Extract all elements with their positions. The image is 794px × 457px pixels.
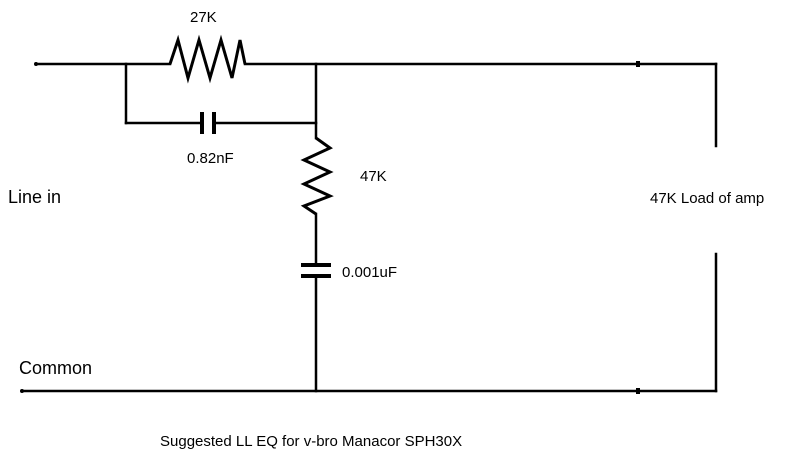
parallel-cap-branch bbox=[124, 62, 318, 134]
caption: Suggested LL EQ for v-bro Manacor SPH30X bbox=[160, 433, 462, 450]
top-node-marker bbox=[636, 61, 640, 67]
label-0-82nf: 0.82nF bbox=[187, 150, 234, 167]
bottom-wire bbox=[20, 388, 718, 394]
label-common: Common bbox=[19, 358, 92, 378]
label-27k: 27K bbox=[190, 9, 217, 26]
label-load: 47K Load of amp bbox=[650, 190, 764, 207]
label-0-001uf: 0.001uF bbox=[342, 264, 397, 281]
shunt-branch bbox=[300, 62, 334, 393]
bottom-node-marker bbox=[636, 388, 640, 394]
resistor-27k bbox=[168, 34, 247, 84]
label-47k-resistor: 47K bbox=[360, 168, 387, 185]
resistor-47k bbox=[300, 136, 334, 216]
label-line-in: Line in bbox=[8, 187, 61, 207]
top-wire bbox=[34, 61, 718, 67]
